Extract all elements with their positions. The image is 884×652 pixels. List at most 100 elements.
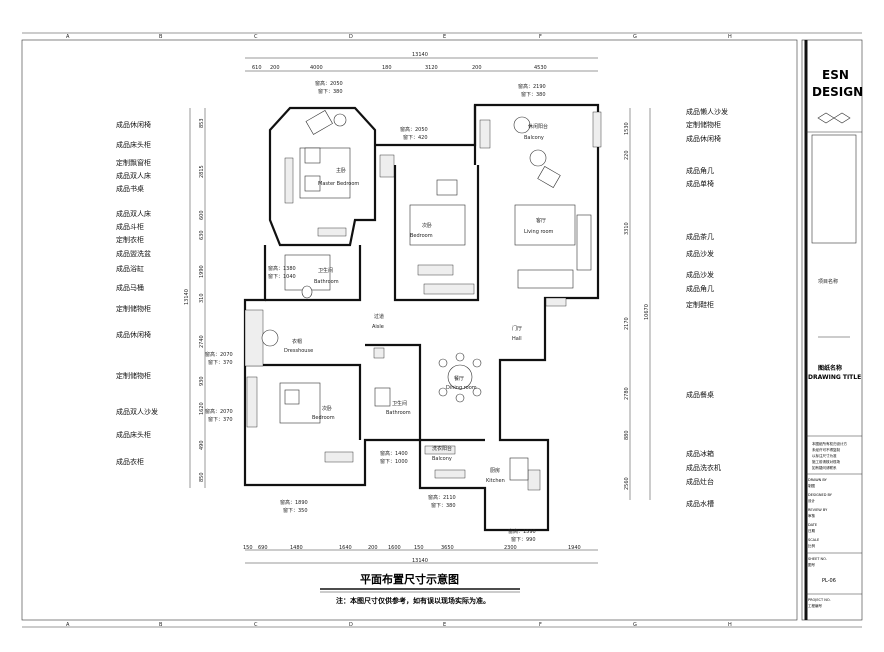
svg-text:以标注尺寸为准: 以标注尺寸为准 bbox=[812, 453, 837, 458]
svg-text:窗高：1380: 窗高：1380 bbox=[268, 265, 296, 272]
svg-text:窗高：1890: 窗高：1890 bbox=[280, 499, 308, 506]
svg-text:2170: 2170 bbox=[624, 317, 630, 330]
svg-text:200: 200 bbox=[472, 65, 482, 71]
svg-text:成品休闲椅: 成品休闲椅 bbox=[116, 120, 151, 129]
svg-text:比例: 比例 bbox=[808, 543, 816, 548]
left-dimension-chain: 13140 853 2815 600 630 1990 310 2740 930… bbox=[184, 108, 206, 488]
svg-text:成品餐桌: 成品餐桌 bbox=[686, 390, 714, 399]
svg-text:窗下：1000: 窗下：1000 bbox=[380, 458, 408, 465]
title-block-frame bbox=[801, 39, 863, 621]
svg-text:C: C bbox=[254, 34, 258, 40]
svg-text:880: 880 bbox=[624, 430, 630, 440]
svg-text:Hall: Hall bbox=[512, 336, 522, 342]
svg-text:Bedroom: Bedroom bbox=[410, 233, 433, 239]
svg-text:1600: 1600 bbox=[388, 545, 401, 551]
logo-text-line1: ESN bbox=[822, 68, 849, 82]
svg-text:D: D bbox=[349, 622, 353, 628]
svg-text:Master Bedroom: Master Bedroom bbox=[318, 181, 359, 187]
svg-text:1990: 1990 bbox=[199, 265, 205, 278]
svg-text:成品角几: 成品角几 bbox=[686, 284, 714, 293]
svg-text:制图: 制图 bbox=[808, 483, 816, 488]
svg-text:成品盥洗盆: 成品盥洗盆 bbox=[116, 249, 151, 258]
title-block: ESN DESIGN 项目名称 图纸名称 DRAWING TITLE 本图纸所有… bbox=[806, 68, 863, 608]
svg-text:成品洗衣机: 成品洗衣机 bbox=[686, 463, 721, 472]
svg-text:主卧: 主卧 bbox=[336, 167, 346, 174]
bottom-total-dim: 13140 bbox=[412, 558, 428, 564]
svg-text:150: 150 bbox=[414, 545, 424, 551]
svg-text:定制鞋柜: 定制鞋柜 bbox=[686, 300, 714, 309]
svg-text:3120: 3120 bbox=[425, 65, 438, 71]
svg-text:Aisle: Aisle bbox=[372, 324, 384, 330]
svg-text:窗高：2070: 窗高：2070 bbox=[205, 408, 233, 415]
svg-text:次卧: 次卧 bbox=[322, 405, 332, 412]
right-total-dim: 10670 bbox=[644, 304, 650, 320]
right-dimension-chain: 10670 1530 220 3310 2170 2780 880 2560 bbox=[624, 108, 651, 500]
svg-text:定制储物柜: 定制储物柜 bbox=[116, 371, 151, 380]
svg-text:成品灶台: 成品灶台 bbox=[686, 477, 714, 486]
plan-title: 平面布置尺寸示意图 bbox=[360, 572, 459, 586]
furniture bbox=[261, 110, 592, 481]
svg-text:200: 200 bbox=[270, 65, 280, 71]
drawing-frame bbox=[21, 39, 798, 621]
svg-text:Balcony: Balcony bbox=[524, 135, 544, 141]
svg-text:成品休闲椅: 成品休闲椅 bbox=[116, 330, 151, 339]
svg-text:成品床头柜: 成品床头柜 bbox=[116, 430, 151, 439]
svg-text:图纸名称: 图纸名称 bbox=[818, 364, 842, 372]
svg-text:310: 310 bbox=[199, 293, 205, 303]
svg-text:2815: 2815 bbox=[199, 165, 205, 178]
svg-text:F: F bbox=[539, 34, 542, 40]
svg-text:850: 850 bbox=[199, 472, 205, 482]
room-names: 主卧 Master Bedroom 次卧 Bedroom 卫生间 Bathroo… bbox=[284, 123, 554, 484]
svg-text:E: E bbox=[443, 622, 446, 628]
svg-text:G: G bbox=[633, 34, 637, 40]
svg-text:DESIGNED BY: DESIGNED BY bbox=[808, 493, 833, 497]
svg-text:成品沙发: 成品沙发 bbox=[686, 249, 714, 258]
svg-text:窗下：1040: 窗下：1040 bbox=[268, 273, 296, 280]
svg-text:A: A bbox=[66, 34, 70, 40]
left-total-dim: 13140 bbox=[184, 289, 190, 305]
svg-text:REVIEW BY: REVIEW BY bbox=[808, 508, 828, 512]
svg-text:成品茶几: 成品茶几 bbox=[686, 232, 714, 241]
svg-text:成品马桶: 成品马桶 bbox=[116, 283, 144, 292]
svg-text:窗下：990: 窗下：990 bbox=[511, 536, 536, 543]
svg-text:成品单椅: 成品单椅 bbox=[686, 179, 714, 188]
grid-letters-bottom: A B C D E F G H bbox=[66, 622, 732, 628]
svg-text:成品衣柜: 成品衣柜 bbox=[116, 457, 144, 466]
svg-text:成品双人床: 成品双人床 bbox=[116, 209, 151, 218]
svg-text:客厅: 客厅 bbox=[536, 217, 546, 224]
svg-text:Bathroom: Bathroom bbox=[386, 410, 411, 416]
svg-text:窗高：2190: 窗高：2190 bbox=[518, 83, 546, 90]
svg-text:1480: 1480 bbox=[290, 545, 303, 551]
svg-text:1640: 1640 bbox=[339, 545, 352, 551]
svg-text:窗高：2050: 窗高：2050 bbox=[400, 126, 428, 133]
svg-text:成品冰箱: 成品冰箱 bbox=[686, 449, 714, 458]
svg-text:厨房: 厨房 bbox=[490, 467, 500, 474]
svg-text:E: E bbox=[443, 34, 446, 40]
bed2 bbox=[409, 204, 466, 246]
svg-text:1940: 1940 bbox=[568, 545, 581, 551]
svg-text:DATE: DATE bbox=[808, 523, 817, 527]
svg-text:窗下：380: 窗下：380 bbox=[431, 502, 456, 509]
svg-text:3650: 3650 bbox=[441, 545, 454, 551]
svg-text:成品双人床: 成品双人床 bbox=[116, 171, 151, 180]
svg-text:次卧: 次卧 bbox=[422, 222, 432, 229]
plan-title-block: 平面布置尺寸示意图 注：本图尺寸仅供参考，如有误以现场实际为准。 bbox=[320, 572, 520, 605]
svg-text:窗下：380: 窗下：380 bbox=[318, 88, 343, 95]
svg-text:SCALE: SCALE bbox=[808, 538, 819, 542]
svg-text:2300: 2300 bbox=[504, 545, 517, 551]
svg-text:630: 630 bbox=[199, 230, 205, 240]
svg-text:2740: 2740 bbox=[199, 335, 205, 348]
svg-text:150: 150 bbox=[243, 545, 253, 551]
svg-text:C: C bbox=[254, 622, 258, 628]
svg-text:窗高：2070: 窗高：2070 bbox=[205, 351, 233, 358]
svg-text:成品斗柜: 成品斗柜 bbox=[116, 222, 144, 231]
svg-text:200: 200 bbox=[368, 545, 378, 551]
svg-text:A: A bbox=[66, 622, 70, 628]
svg-text:3310: 3310 bbox=[624, 222, 630, 235]
left-labels: 成品休闲椅 成品床头柜 定制飘窗柜 成品双人床 成品书桌 成品双人床 成品斗柜 … bbox=[116, 120, 158, 466]
svg-text:未经许可不得复制: 未经许可不得复制 bbox=[812, 447, 840, 452]
svg-text:D: D bbox=[349, 34, 353, 40]
svg-text:窗下：370: 窗下：370 bbox=[208, 416, 233, 423]
